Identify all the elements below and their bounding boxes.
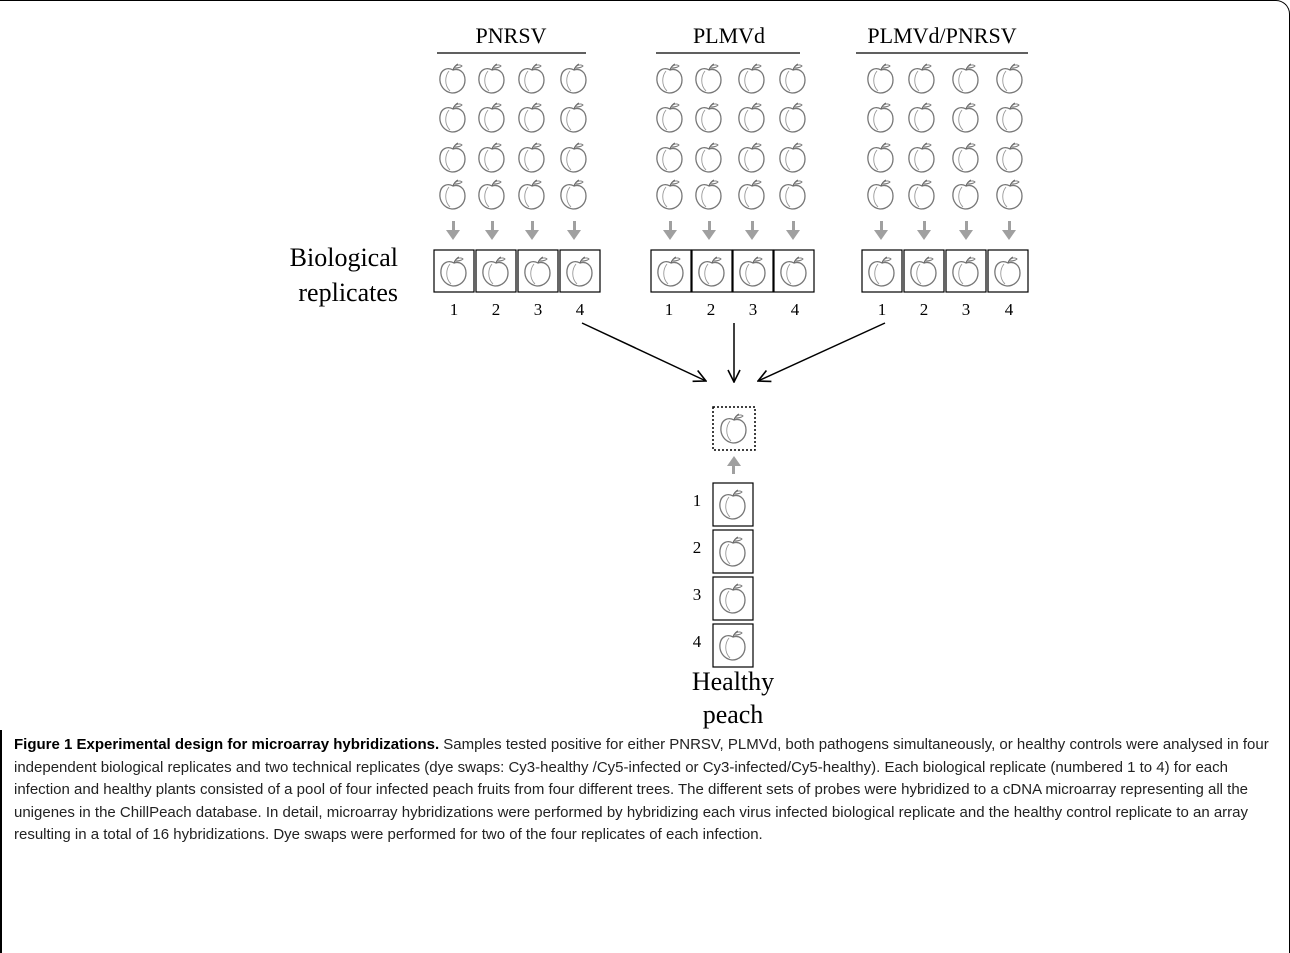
- plmvd-fruit-grid: [656, 63, 806, 210]
- replicate-number: 2: [920, 300, 929, 319]
- replicate-number: 3: [749, 300, 758, 319]
- healthy-peach-label: Healthy: [692, 667, 774, 696]
- plmvd-pnrsv-replicate-numbers: 1 2 3 4: [878, 300, 1014, 319]
- plmvd-pnrsv-fruit-grid: [867, 63, 1023, 210]
- pnrsv-replicate-numbers: 1 2 3 4: [450, 300, 585, 319]
- replicate-number: 1: [878, 300, 887, 319]
- healthy-replicate-boxes: [712, 482, 754, 668]
- group-label-pnrsv: PNRSV: [476, 23, 547, 48]
- replicate-number: 2: [693, 538, 702, 557]
- caption-border: [0, 730, 2, 953]
- caption-body: Samples tested positive for either PNRSV…: [14, 736, 1269, 843]
- healthy-peach-label-2: peach: [703, 700, 764, 729]
- pnrsv-replicate-boxes: [433, 249, 601, 293]
- replicate-number: 1: [693, 491, 702, 510]
- replicate-number: 4: [576, 300, 585, 319]
- plmvd-pool-arrows: [663, 221, 800, 240]
- replicate-number: 4: [1005, 300, 1014, 319]
- plmvd-replicate-boxes: [650, 249, 815, 293]
- replicate-number: 2: [707, 300, 716, 319]
- figure-caption: Figure 1 Experimental design for microar…: [14, 734, 1276, 847]
- replicate-number: 3: [962, 300, 971, 319]
- replicate-number: 1: [450, 300, 459, 319]
- design-diagram: PNRSV PLMVd PLMVd/PNRSV 1 2 3 4: [290, 23, 1029, 729]
- pnrsv-pool-arrows: [446, 221, 581, 240]
- biological-replicates-label: Biological: [290, 243, 398, 272]
- caption-title: Figure 1 Experimental design for microar…: [14, 736, 440, 753]
- replicate-number: 3: [534, 300, 543, 319]
- group-label-plmvd-pnrsv: PLMVd/PNRSV: [867, 23, 1016, 48]
- replicate-number: 2: [492, 300, 501, 319]
- replicate-number: 4: [791, 300, 800, 319]
- replicate-number: 3: [693, 585, 702, 604]
- plmvd-pnrsv-replicate-boxes: [861, 249, 1029, 293]
- healthy-up-arrow: [727, 456, 741, 474]
- biological-replicates-label-2: replicates: [298, 278, 398, 307]
- pnrsv-fruit-grid: [439, 63, 587, 210]
- plmvd-pnrsv-pool-arrows: [874, 221, 1016, 240]
- group-label-plmvd: PLMVd: [693, 23, 765, 48]
- plmvd-replicate-numbers: 1 2 3 4: [665, 300, 800, 319]
- replicate-number: 1: [665, 300, 674, 319]
- healthy-replicate-numbers: 1 2 3 4: [693, 491, 702, 651]
- arrow-pnrsv-to-control: [581, 322, 706, 381]
- replicate-number: 4: [693, 632, 702, 651]
- arrow-mixed-to-control: [758, 322, 886, 381]
